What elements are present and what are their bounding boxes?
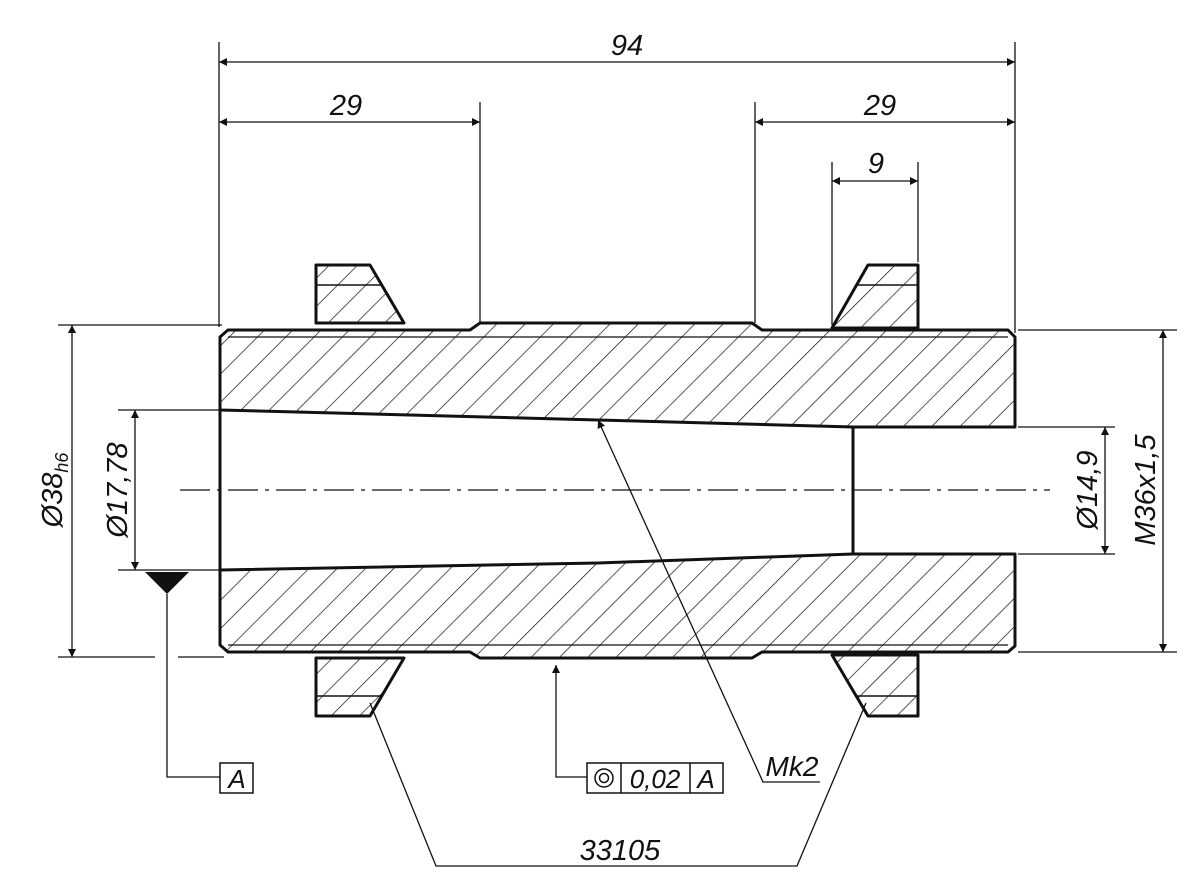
taper-label: Mk2 [766,751,819,782]
concentricity-symbol-icon [594,768,614,788]
dim-outer-diameter-tolerance: h6 [52,452,72,473]
tolerance-value: 0,02 [630,764,681,794]
nut-top-right [830,263,920,330]
dim-taper-bore-diameter: Ø17,78 [102,442,134,538]
dim-outer-diameter: Ø38h6 [37,452,72,529]
datum-a-letter: A [226,764,245,794]
dim-thread-spec: M36x1,5 [1130,434,1162,546]
horizontal-dimensions [218,42,1016,333]
upper-wall [218,321,1017,429]
taper-leader [597,419,820,783]
dim-overall-length: 94 [611,30,643,62]
datum-a-indicator [145,572,254,794]
nut-top-left [314,263,406,325]
nut-bottom-right [830,653,920,718]
dim-right-length: 29 [863,90,896,122]
dim-left-length: 29 [329,90,362,122]
datum-triangle [145,572,189,594]
dim-bore-diameter: Ø14,9 [1072,451,1104,531]
body-section [180,321,1050,660]
lock-nuts [314,263,920,718]
datum-a-box [219,762,254,794]
vertical-dimensions [58,324,1177,658]
nut-bottom-left [314,656,406,718]
concentricity-callout [552,665,724,794]
part-number-leader [369,702,867,867]
tolerance-frame [586,762,724,794]
dim-nut-width: 9 [868,148,884,180]
tolerance-datum: A [695,764,714,794]
lower-wall [218,552,1017,660]
part-number: 33105 [580,835,662,867]
